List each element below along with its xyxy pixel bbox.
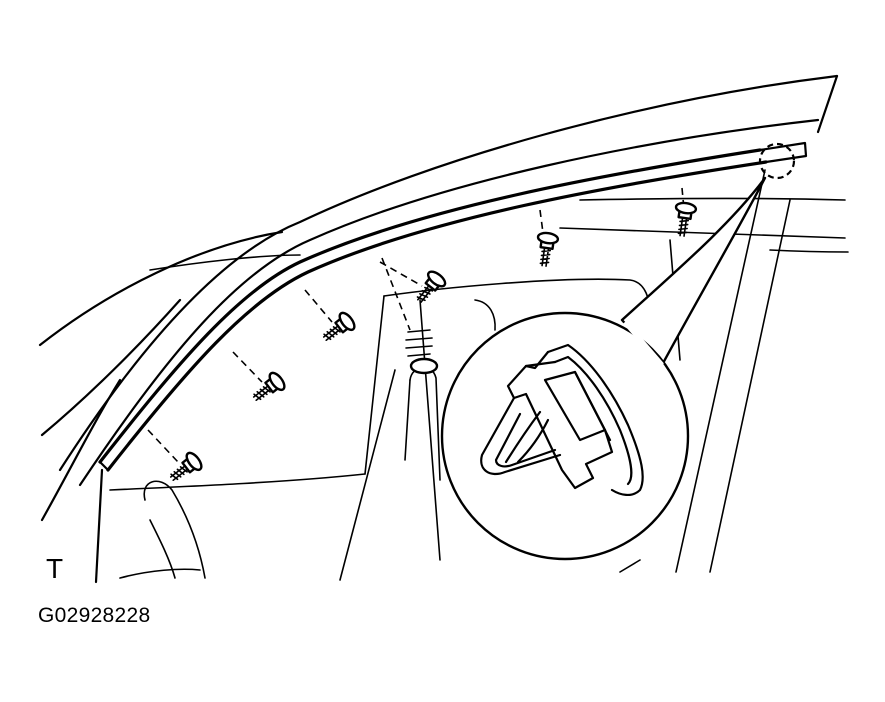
view-marker-label: T <box>46 553 64 584</box>
a-pillar <box>38 230 284 584</box>
screw <box>536 231 560 267</box>
screw <box>322 311 356 341</box>
clip-callout <box>440 176 767 561</box>
assist-grip-bracket <box>405 329 439 375</box>
clip-location-marker <box>758 142 796 180</box>
roof-side-garnish <box>98 141 808 472</box>
clip-detail <box>480 343 644 496</box>
roof-panel <box>58 74 839 487</box>
screw <box>169 451 203 481</box>
screw <box>252 371 286 401</box>
seat-headrest <box>119 366 441 579</box>
screw <box>416 270 447 304</box>
screw <box>674 201 698 237</box>
figure-code-label: G02928228 <box>38 604 151 627</box>
